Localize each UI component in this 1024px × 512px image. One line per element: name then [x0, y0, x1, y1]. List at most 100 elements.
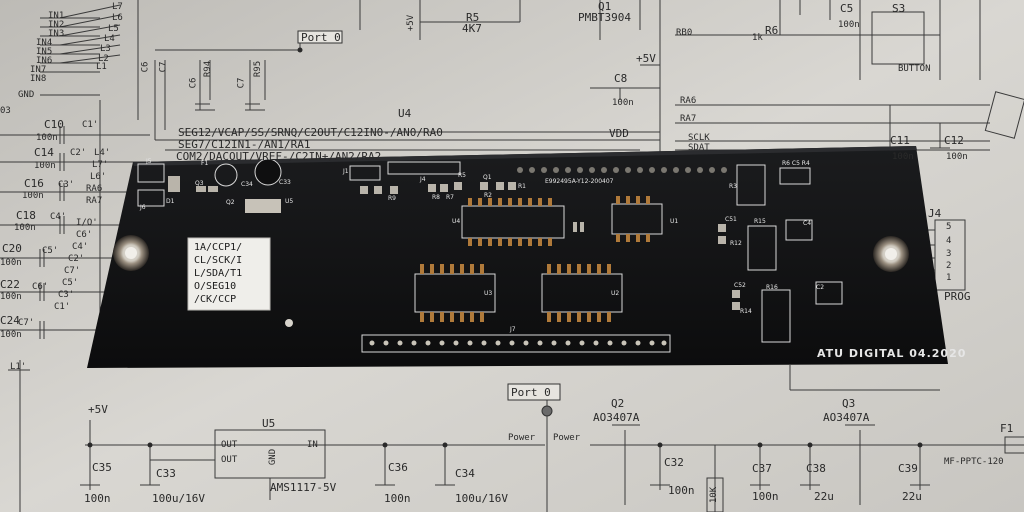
- net-c6p-left: C6': [76, 230, 93, 240]
- net-c1p: C1': [82, 120, 99, 130]
- net-l6p: L6': [90, 172, 107, 182]
- ref-c14: C14: [34, 146, 54, 159]
- val-c11: 100n: [892, 152, 914, 162]
- ref-u4: U4: [398, 107, 412, 120]
- pcb-ref-j1: J1: [343, 168, 349, 175]
- val-q2: AO3407A: [593, 411, 640, 424]
- val-r10k: 10K: [709, 486, 720, 504]
- ref-u5: U5: [262, 417, 276, 430]
- pcb-ref-c33: C33: [279, 179, 291, 186]
- net-l2: L2: [98, 54, 109, 64]
- ref-s3: S3: [892, 2, 906, 15]
- mcu-pin-ra1: SEG7/C12IN1-/AN1/RA1: [178, 138, 311, 151]
- ref-c10: C10: [44, 118, 64, 131]
- val-c10: 100n: [36, 133, 58, 143]
- net-in6: IN6: [36, 56, 53, 66]
- cap-c34: [214, 163, 238, 187]
- val-c12: 100n: [946, 152, 968, 162]
- port0-node: [541, 405, 553, 417]
- cap-c33: [254, 158, 282, 186]
- val-c36: 100n: [384, 492, 411, 505]
- ic-u4-pins: [468, 198, 552, 246]
- ref-c11: C11: [890, 134, 910, 147]
- pcb-ref-j5: J5: [146, 158, 152, 165]
- pcb-sticker: [187, 237, 271, 311]
- val-f1: MF-PPTC-120: [944, 457, 1004, 467]
- pcb-ref-r6-c5-r4: R6 C5 R4: [782, 160, 810, 167]
- ref-q1: Q1: [598, 0, 612, 13]
- net-power-1: Power: [508, 433, 536, 443]
- net-l5: L5: [108, 24, 119, 34]
- label-prog: PROG: [944, 290, 971, 303]
- pcb-ref-r8: R8: [432, 194, 440, 201]
- pcb-via-row: [517, 167, 727, 173]
- net-l4: L4: [104, 34, 115, 44]
- pcb-ref-q1: Q1: [483, 174, 492, 181]
- pcb-ref-c34: C34: [241, 181, 253, 188]
- net-c5p: C5': [42, 246, 59, 256]
- label-button: BUTTON: [898, 64, 931, 74]
- sticker-line-2: CL/SCK/I: [194, 255, 243, 266]
- port0-bottom-label: Port 0: [511, 386, 551, 399]
- schematic-junctions: [87, 47, 923, 448]
- conn-r15: [747, 225, 777, 271]
- net-rev: C7: [158, 61, 169, 73]
- net-l7: L7: [112, 2, 123, 12]
- net-l6: L6: [112, 13, 123, 23]
- net-c4p: C4': [50, 212, 67, 222]
- pcb-ref-c4: C4: [803, 220, 812, 227]
- pcb-ref-r15: R15: [754, 218, 766, 225]
- mcu-pin-ra0: SEG12/VCAP/SS/SRNQ/C2OUT/C12IN0-/AN0/RA0: [178, 126, 443, 139]
- val-c22: 100n: [0, 292, 22, 302]
- net-c2p: C2': [70, 148, 87, 158]
- ref-c16: C16: [24, 177, 44, 190]
- val-u5: AMS1117-5V: [270, 481, 337, 494]
- net-l3: L3: [100, 44, 111, 54]
- sticker-line-4: O/SEG10: [194, 281, 237, 292]
- net-power-2: Power: [553, 433, 581, 443]
- pcb-ref-j6: J6: [140, 204, 146, 211]
- ref-c6: C6: [188, 77, 199, 89]
- net-c4p-left: C4': [72, 242, 89, 252]
- sticker-line-3: L/SDA/T1: [194, 268, 243, 279]
- ic-u4: [461, 205, 565, 239]
- net-in3: IN3: [48, 29, 65, 39]
- ref-c24: C24: [0, 314, 20, 327]
- ref-q2: Q2: [611, 397, 625, 410]
- net-in2: IN2: [48, 20, 65, 30]
- pcb-ref-r5: R5: [458, 172, 466, 179]
- pcb-ref-d1: D1: [166, 198, 175, 205]
- net-c3p: C3': [58, 180, 75, 190]
- pcb-board: [87, 146, 948, 368]
- net-gnd: GND: [18, 90, 35, 100]
- pcb-serial: E992495A-Y12-200407: [545, 178, 614, 185]
- pcb-ref-u1: U1: [670, 218, 679, 225]
- net-sclk: SCLK: [688, 133, 710, 143]
- net-io: I/O': [76, 218, 98, 228]
- ref-c33: C33: [156, 467, 176, 480]
- net-c5p-left: C5': [62, 278, 79, 288]
- ref-c7: C7: [236, 77, 247, 89]
- pcb-ref-r1: R1: [518, 183, 526, 190]
- net-c1p-left: C1': [54, 302, 71, 312]
- ref-c5: C5: [840, 2, 854, 15]
- pcb-ref-f1: F1: [201, 160, 209, 167]
- port0-bottom-box: [507, 383, 561, 401]
- net-l7p: L7': [92, 160, 109, 170]
- vcc-top: +5V: [406, 14, 417, 32]
- j4-pin-4: 4: [946, 236, 952, 246]
- val-c8: 100n: [612, 98, 634, 108]
- ref-r94: R94: [203, 60, 214, 78]
- val-c33: 100u/16V: [152, 492, 205, 505]
- u5-pin-gnd: GND: [268, 448, 279, 466]
- val-q3: AO3407A: [823, 411, 870, 424]
- j4-pin-5: 5: [946, 222, 952, 232]
- ref-c39: C39: [898, 462, 918, 475]
- net-sdat: SDAT: [688, 143, 710, 153]
- val-c16: 100n: [22, 191, 44, 201]
- u5-pin-out2: OUT: [221, 455, 238, 465]
- ref-j4: J4: [928, 207, 942, 220]
- ref-c36: C36: [388, 461, 408, 474]
- val-q1: PMBT3904: [578, 11, 631, 24]
